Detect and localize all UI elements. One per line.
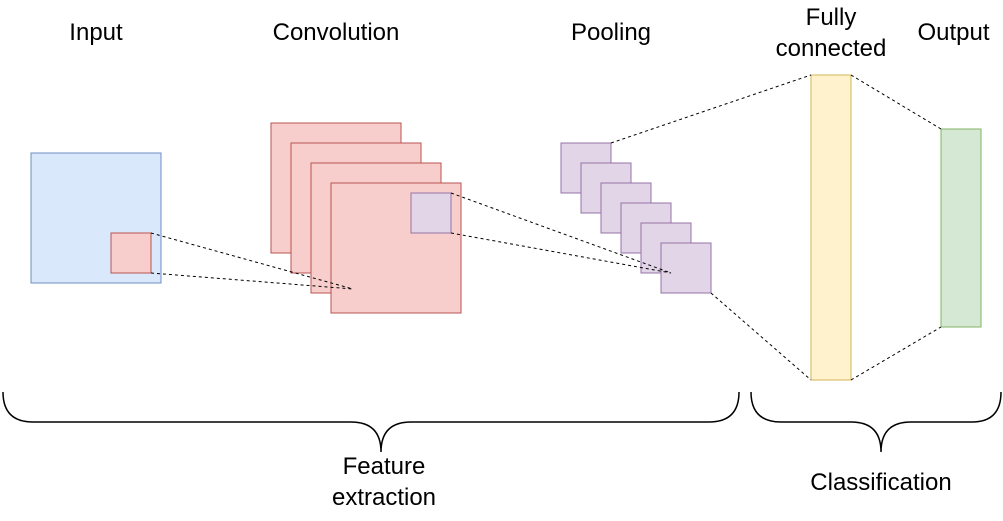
connector-conv-pool-bottom (450, 232, 672, 274)
connector-input-conv-top (150, 232, 354, 290)
label-pooling: Pooling (570, 19, 652, 46)
label-feature-extraction-line2: extraction (331, 484, 437, 511)
conv-pool-window (410, 192, 452, 234)
connector-fc-output-top (850, 74, 942, 130)
label-fully-connected-line2: connected (775, 35, 887, 62)
label-input: Input (69, 19, 123, 46)
classification-brace (750, 391, 1002, 453)
label-output: Output (917, 19, 990, 46)
fully-connected-layer (810, 74, 852, 381)
dashed-connectors (150, 74, 942, 381)
label-classification: Classification (810, 469, 952, 496)
connector-input-conv-bottom (150, 272, 354, 290)
label-feature-extraction-line1: Feature (342, 453, 426, 480)
connector-pool-fc-top (610, 74, 812, 144)
label-fully-connected-line1: Fully (805, 4, 857, 31)
feature-extraction-brace (2, 391, 740, 453)
connector-pool-fc-bottom (710, 292, 812, 381)
input-receptive-field (110, 232, 152, 274)
output-layer (940, 128, 982, 328)
pool-map-6 (660, 242, 712, 294)
label-convolution: Convolution (272, 19, 400, 46)
connector-fc-output-bottom (850, 326, 942, 381)
